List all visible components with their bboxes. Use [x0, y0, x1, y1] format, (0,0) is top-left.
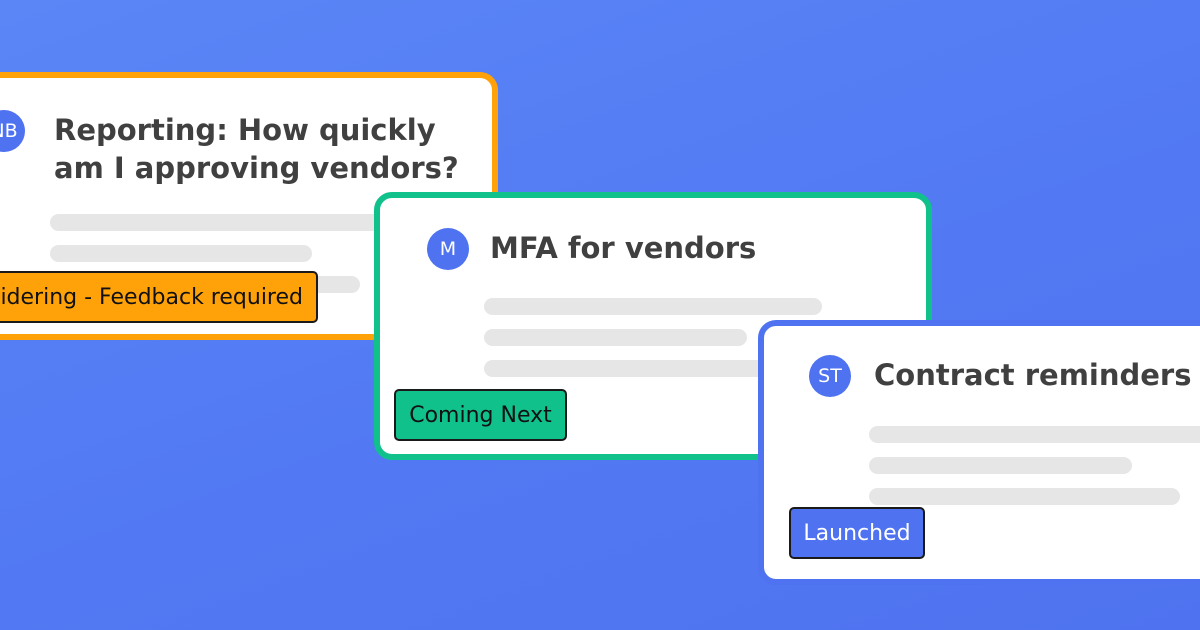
placeholder-line [484, 329, 747, 346]
status-badge[interactable]: Coming Next [394, 389, 567, 441]
card-title: MFA for vendors [490, 231, 757, 265]
card-title-line-2: am I approving vendors? [54, 151, 459, 185]
user-avatar: ST [809, 355, 851, 397]
card-title-line-1: Reporting: How quickly [54, 113, 436, 147]
status-badge[interactable]: Considering - Feedback required [0, 271, 318, 323]
status-badge[interactable]: Launched [789, 507, 925, 559]
feature-card-contract-reminders[interactable]: ST Contract reminders Launched [758, 320, 1200, 585]
placeholder-line [484, 298, 822, 315]
placeholder-line [484, 360, 784, 377]
placeholder-line [869, 426, 1200, 443]
placeholder-line [50, 214, 410, 231]
placeholder-line [869, 457, 1132, 474]
placeholder-line [50, 245, 312, 262]
placeholder-line [869, 488, 1180, 505]
card-title: Reporting: How quickly am I approving ve… [54, 111, 459, 187]
user-avatar: M [427, 228, 469, 270]
card-title: Contract reminders [874, 358, 1192, 392]
user-avatar: NB [0, 110, 25, 152]
